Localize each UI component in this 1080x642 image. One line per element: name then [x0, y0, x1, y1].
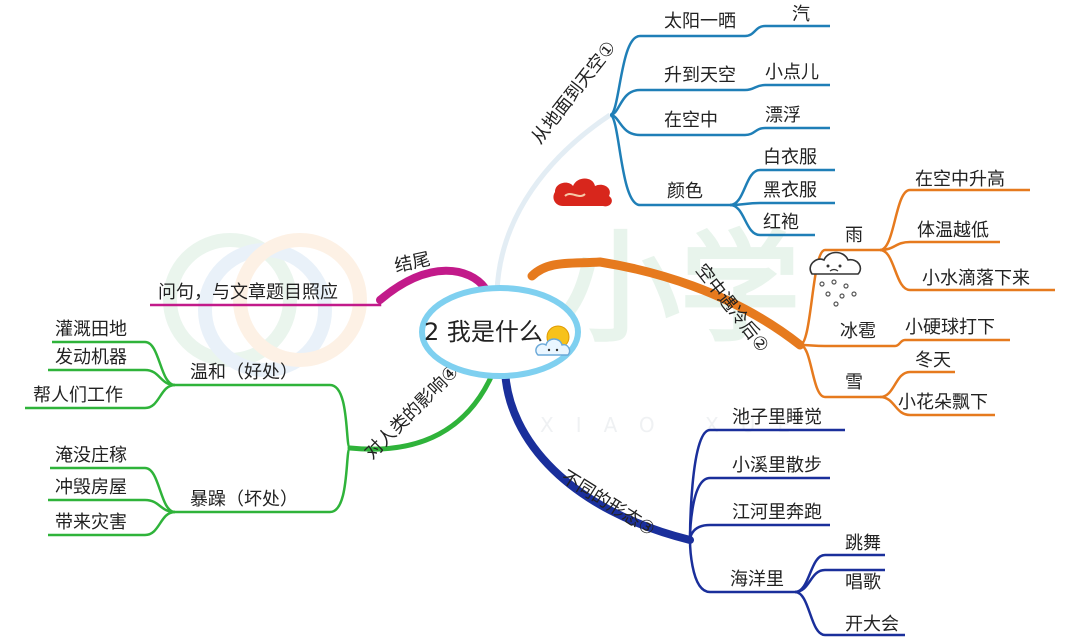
- forms-link-3: [688, 523, 830, 541]
- sky-leaf-3: 漂浮: [765, 105, 801, 126]
- cold-leaf-3: 小水滴落下来: [922, 268, 1030, 289]
- sky-link-1: [609, 34, 641, 117]
- sky-leaf-2: 小点儿: [765, 62, 819, 83]
- sky-node-4: 颜色: [667, 181, 703, 202]
- cold-link-snow: [799, 343, 826, 399]
- sky-leaf-link-2: [744, 83, 830, 92]
- cold-leaf-6: 小花朵飘下: [898, 392, 988, 413]
- forms-link-1: [688, 428, 845, 541]
- forms-node-3: 江河里奔跑: [732, 502, 822, 523]
- branch-forms: [688, 428, 905, 637]
- cold-node-hail: 冰雹: [840, 321, 876, 342]
- sky-link-2: [609, 88, 641, 117]
- forms-node-1: 池子里睡觉: [732, 407, 822, 428]
- sky-leaf-6: 红袍: [763, 212, 799, 233]
- impact-leaf-1: 灌溉田地: [55, 319, 127, 340]
- impact-link-gentle: [175, 383, 352, 450]
- sky-leaf-link-6: [729, 203, 815, 237]
- impact-leaf-3: 帮人们工作: [33, 385, 123, 406]
- watermark-latin: XIAO XUE: [540, 413, 812, 437]
- rain-cloud-icon: [809, 251, 862, 307]
- forms-branch-label: 不同的形态③: [557, 466, 658, 540]
- branch-sky: [608, 24, 835, 237]
- cold-leaf-4: 小硬球打下: [905, 317, 995, 338]
- sky-leaf-1: 汽: [792, 4, 810, 25]
- impact-leaf-6: 带来灾害: [55, 512, 127, 533]
- forms-leaf-3: 开大会: [845, 614, 899, 635]
- cold-leaf-link-1: [879, 188, 1030, 252]
- cold-node-rain: 雨: [845, 225, 863, 246]
- impact-leaf-link-2: [48, 368, 176, 387]
- forms-node-4: 海洋里: [730, 569, 784, 590]
- watermark-ring-orange: [233, 233, 367, 367]
- branch-impact: [25, 340, 352, 537]
- impact-branch-label: 对人类的影响④: [361, 361, 464, 464]
- ending-node-1: 问句，与文章题目照应: [158, 282, 338, 303]
- sky-node-3: 在空中: [664, 110, 718, 131]
- forms-link-4: [688, 539, 795, 594]
- forms-leaf-link-2: [794, 568, 885, 594]
- trunk-forms: [501, 366, 694, 544]
- cold-leaf-5: 冬天: [915, 350, 951, 371]
- forms-leaf-1: 跳舞: [845, 533, 881, 554]
- cold-node-snow: 雪: [845, 372, 863, 393]
- impact-leaf-link-3: [25, 383, 176, 410]
- sky-leaf-link-3: [744, 126, 830, 137]
- impact-leaf-link-5: [48, 498, 176, 514]
- forms-node-2: 小溪里散步: [732, 455, 822, 476]
- ending-link: [150, 300, 382, 307]
- sun-cloud-icon: [535, 325, 571, 356]
- trunk-impact: [347, 365, 498, 452]
- watermark: 小学 XIAO XUE: [163, 220, 812, 437]
- cold-leaf-link-2: [879, 240, 1000, 252]
- sky-node-2: 升到天空: [664, 65, 736, 86]
- impact-link-violent: [175, 446, 352, 514]
- watermark-brand: 小学: [560, 220, 800, 359]
- sky-branch-label: 从地面到天空①: [527, 37, 620, 148]
- red-cloud-icon: [553, 178, 612, 207]
- cold-leaf-link-4: [894, 338, 1010, 348]
- center-title: 2 我是什么: [424, 318, 543, 346]
- center-node: 2 我是什么: [419, 285, 581, 379]
- branch-cold: [799, 188, 1055, 417]
- trunks: [347, 112, 805, 544]
- cold-leaf-link-3: [879, 248, 1055, 292]
- forms-leaf-2: 唱歌: [845, 572, 881, 593]
- cold-leaf-2: 体温越低: [917, 220, 989, 241]
- sky-leaf-link-5: [729, 201, 835, 207]
- branch-ending: [150, 300, 382, 307]
- impact-leaf-4: 淹没庄稼: [55, 445, 127, 466]
- sky-leaf-4: 白衣服: [763, 147, 817, 168]
- trunk-sky: [494, 112, 612, 293]
- impact-node-violent: 暴躁（坏处）: [190, 489, 298, 510]
- sky-link-4: [608, 113, 641, 207]
- cold-leaf-link-6: [879, 395, 995, 417]
- cold-leaf-link-5: [879, 370, 955, 399]
- sky-leaf-link-1: [744, 24, 830, 38]
- impact-node-gentle: 温和（好处）: [190, 362, 298, 383]
- cold-leaf-1: 在空中升高: [915, 169, 1005, 190]
- impact-leaf-2: 发动机器: [55, 347, 127, 368]
- impact-leaf-5: 冲毁房屋: [55, 477, 127, 498]
- impact-leaf-link-6: [48, 510, 176, 537]
- sky-node-1: 太阳一晒: [664, 11, 736, 32]
- forms-leaf-link-3: [794, 590, 905, 637]
- trunk-cold: [527, 257, 805, 350]
- sky-leaf-5: 黑衣服: [763, 180, 817, 201]
- trunk-ending: [376, 266, 489, 304]
- cold-link-rain: [799, 248, 826, 347]
